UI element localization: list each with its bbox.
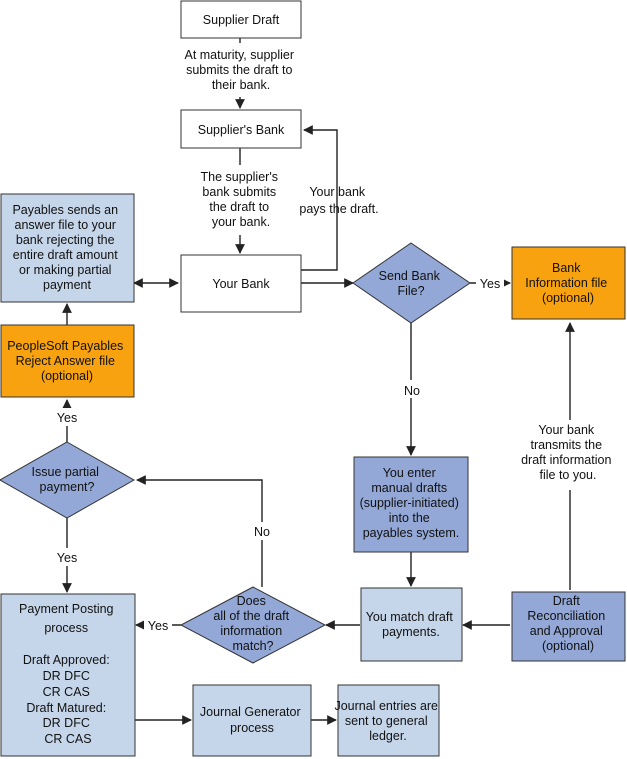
annotation-bg [517, 420, 623, 490]
annotation-bg [54, 408, 80, 426]
your-bank-box [180, 254, 302, 313]
supplier-draft-box [180, 0, 302, 39]
journal-entries-label: Journal entries are sent to general ledg… [334, 699, 441, 743]
at-maturity-note: At maturity, supplier submits the draft … [184, 48, 297, 92]
match-payments-label: You match draft payments. [366, 610, 457, 639]
send-bank-file-label: Send Bank File? [379, 269, 444, 298]
reconciliation-box [511, 591, 626, 662]
payables-answer-label: Payables sends an answer file to your ba… [12, 203, 121, 292]
journal-entries-box [337, 684, 440, 757]
match-payments-box [360, 587, 463, 662]
payment-posting-box [0, 593, 136, 757]
annotation-bg [196, 165, 288, 235]
labels: Supplier Draft Supplier's Bank Your Bank… [7, 13, 615, 746]
bank-information-file-box [511, 246, 626, 320]
arrow-your-bank-pays [301, 125, 338, 271]
reject-answer-file-box [0, 324, 135, 398]
issue-partial-label: Issue partial payment? [32, 465, 103, 494]
reject-answer-file-label: PeopleSoft Payables Reject Answer file (… [7, 339, 127, 383]
payment-posting-label: Payment Posting process Draft Approved: … [19, 602, 117, 746]
suppliers-bank-box [180, 109, 302, 149]
send-bank-file-diamond [352, 242, 471, 324]
annotation-bg [54, 548, 80, 566]
reconciliation-label: Draft Reconciliation and Approval (optio… [527, 594, 608, 653]
journal-generator-box [192, 684, 312, 757]
edge-label-yes-bank-file: Yes [480, 277, 500, 291]
journal-generator-label: Journal Generator process [200, 705, 304, 735]
edge-label-yes-partial-up: Yes [57, 411, 77, 425]
suppliers-bank-label: Supplier's Bank [198, 123, 285, 137]
supplier-draft-label: Supplier Draft [203, 13, 280, 27]
manual-drafts-box [353, 456, 469, 553]
supplier-bank-submits-note: The supplier's bank submits the draft to… [201, 170, 282, 229]
does-match-label: Does all of the draft information match? [213, 594, 292, 653]
bank-information-file-label: Bank Information file (optional) [525, 261, 610, 305]
issue-partial-diamond [0, 441, 136, 519]
does-match-diamond [179, 586, 327, 664]
annotation-bg [249, 522, 275, 540]
annotation-bg [476, 274, 504, 292]
edge-label-yes-match: Yes [148, 619, 168, 633]
edge-label-yes-partial-down: Yes [57, 551, 77, 565]
manual-drafts-label: You enter manual drafts (supplier-initia… [360, 466, 463, 540]
your-bank-pays-note: Your bank pays the draft. [299, 185, 378, 216]
your-bank-label: Your Bank [212, 277, 270, 291]
edge-label-no-match: No [254, 525, 270, 539]
annotation-bg [144, 616, 172, 634]
edge-label-no-bank-file: No [404, 384, 420, 398]
payables-answer-box [0, 193, 135, 303]
annotation-bg [178, 43, 304, 97]
connectors [62, 38, 575, 725]
your-bank-transmits-note: Your bank transmits the draft informatio… [521, 423, 615, 482]
arrow-does-match-no [136, 475, 263, 587]
annotation-bg [400, 380, 424, 398]
